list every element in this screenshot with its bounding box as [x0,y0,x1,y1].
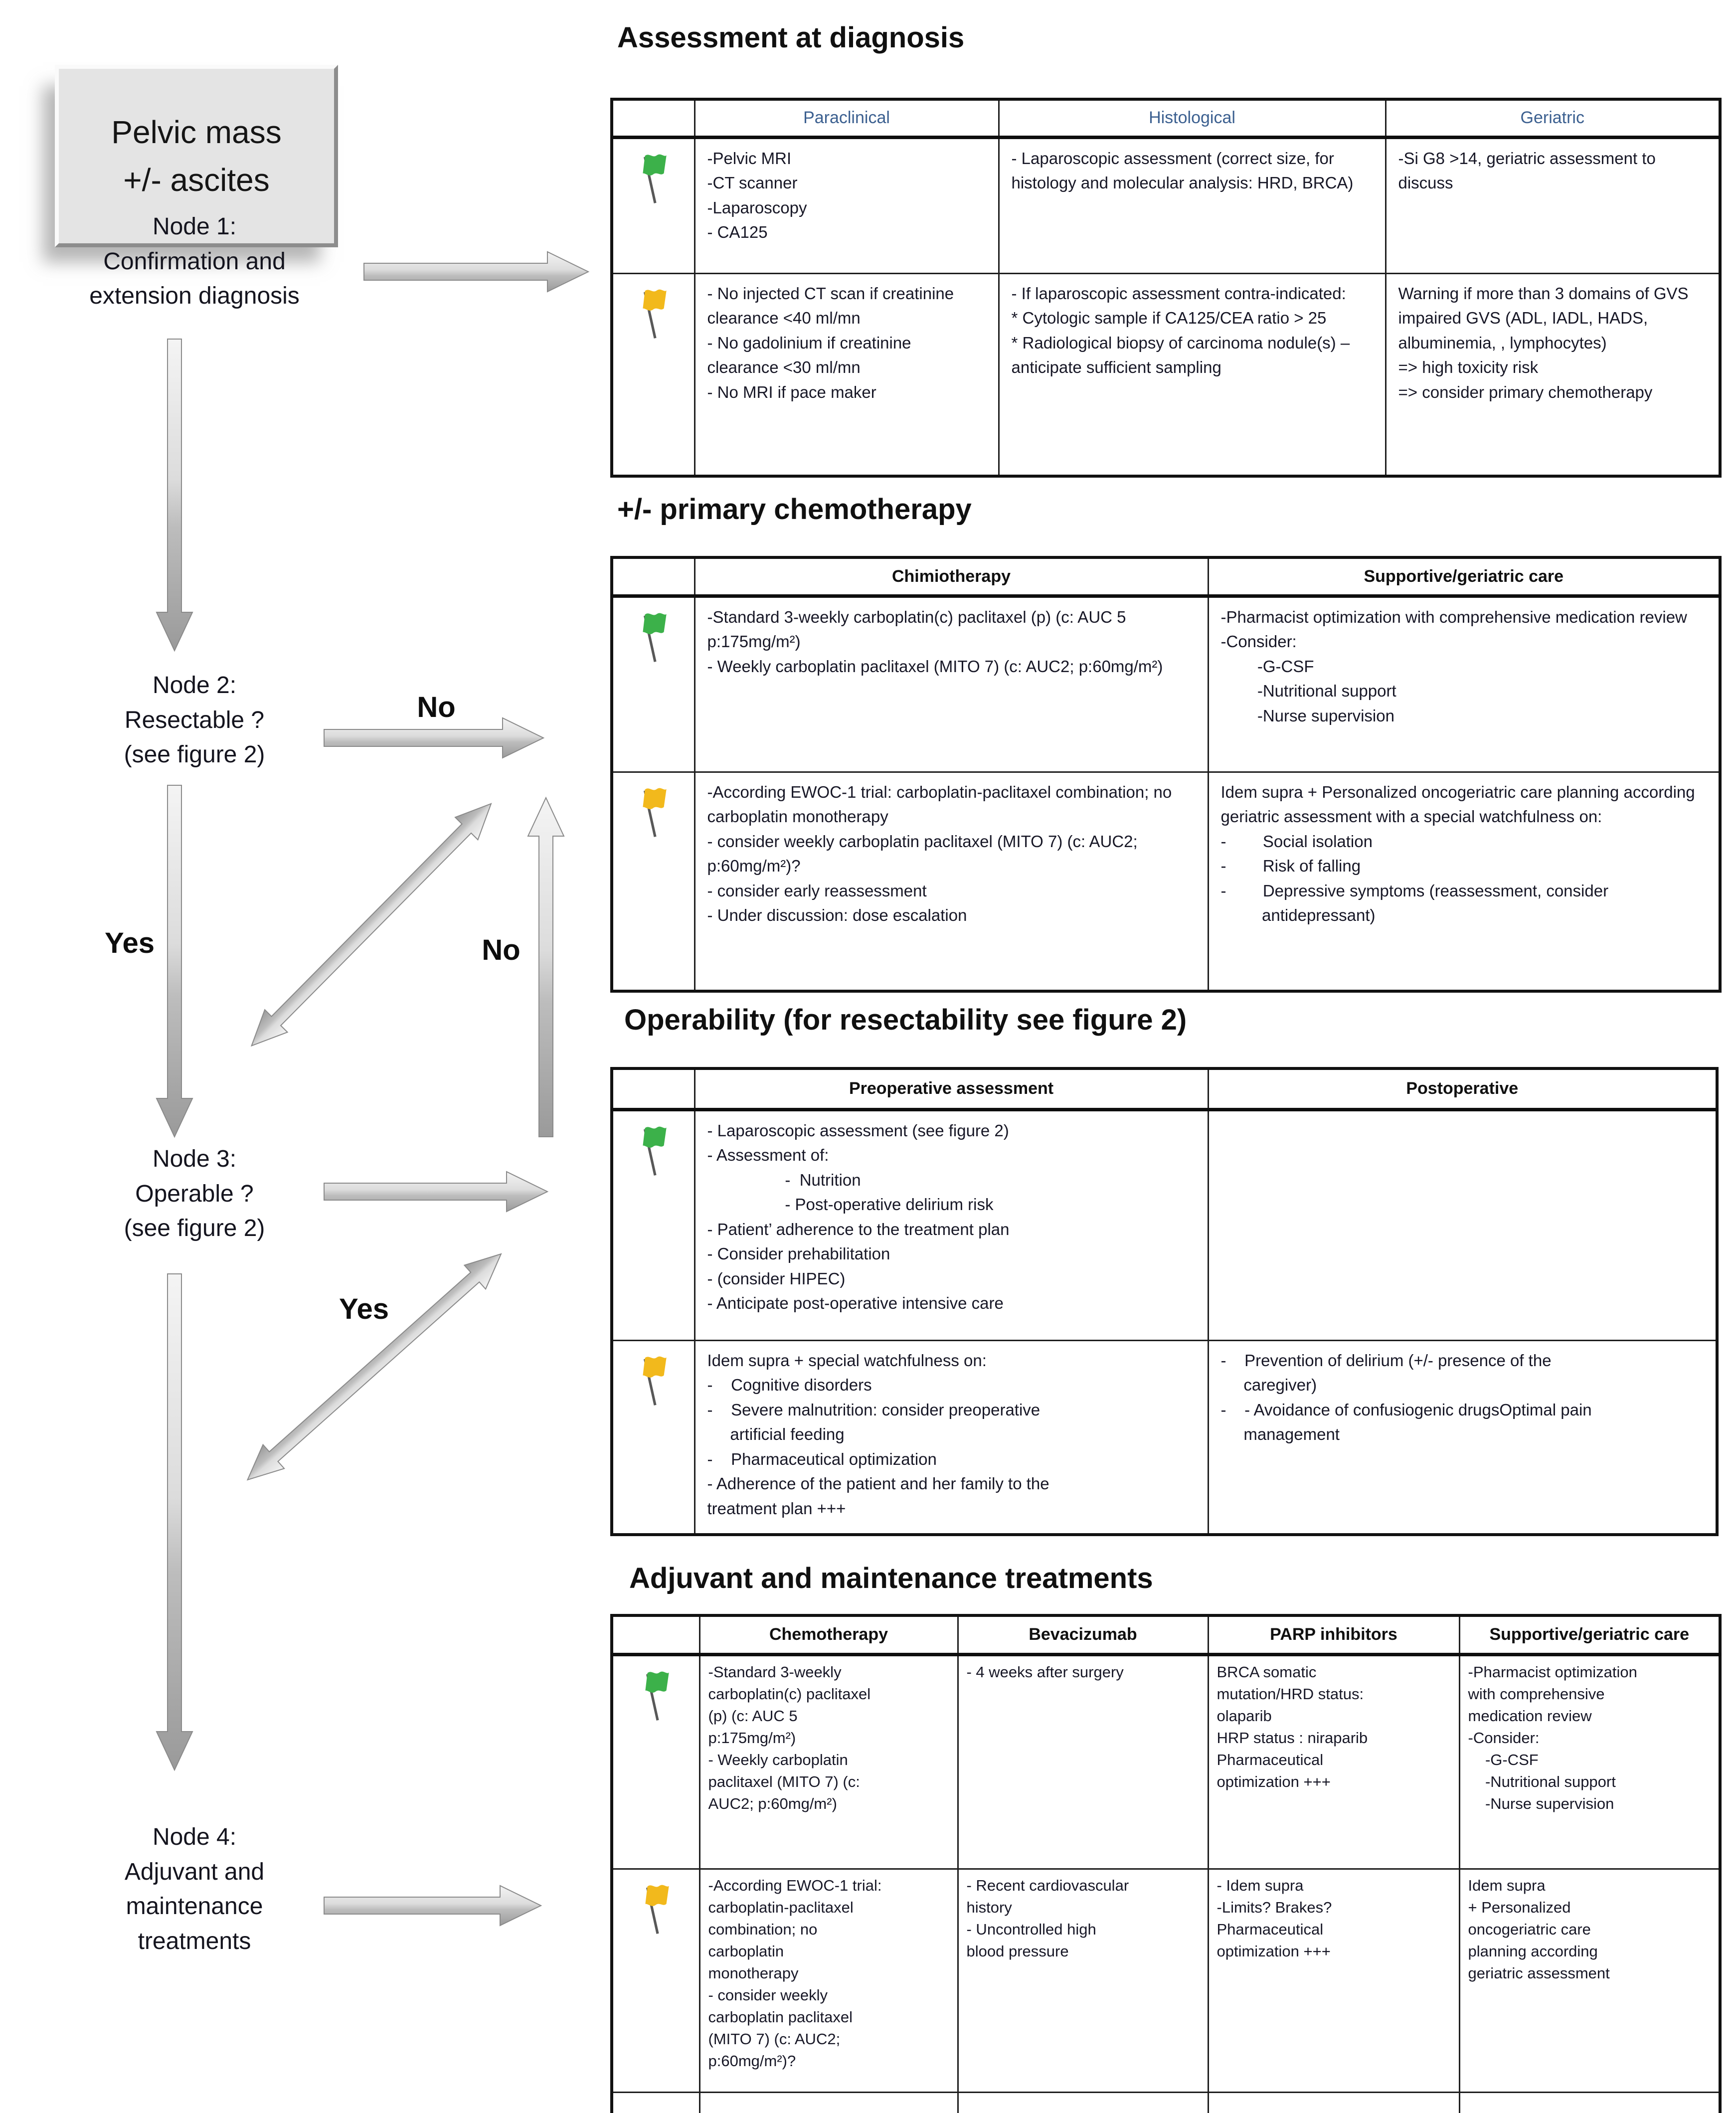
chemotherapy-table: Chimiotherapy Supportive/geriatric care … [610,556,1722,993]
table-row-stub [611,2091,1721,2113]
edge-label-node2-no: No [417,691,456,723]
node-4-label: Node 4: Adjuvant and maintenance treatme… [124,1824,265,1954]
table-cell: Idem supra + Personalized oncogeriatric … [1207,771,1721,992]
table-cell: -Standard 3-weekly carboplatin(c) paclit… [694,595,1209,773]
flag-column-header [611,99,695,139]
green-flag-icon [643,613,667,662]
table-cell: -Pelvic MRI -CT scanner -Laparoscopy - C… [694,136,1000,274]
green-flag-icon [643,1126,667,1176]
table-row-green: -Pelvic MRI -CT scanner -Laparoscopy - C… [611,136,1721,274]
table-cell: - Idem supra -Limits? Brakes? Pharmaceut… [1207,1868,1460,2093]
table-cell: - No injected CT scan if creatinine clea… [694,272,1000,477]
table-cell: -According EWOC-1 trial: carboplatin-pac… [694,771,1209,992]
arrow-node1-to-node2 [156,339,193,652]
arrow-node3-no-to-chemo [527,796,565,1137]
column-header: Preoperative assessment [694,1068,1209,1111]
table-cell: - 4 weeks after surgery [957,1653,1209,1870]
yellow-flag-icon [643,1356,667,1406]
arrow-chemo-node3-diagonal [250,803,492,1047]
arrow-operability-yes-diagonal [246,1253,502,1481]
start-box-pelvic-mass: Pelvic mass +/- ascites [55,65,338,247]
table-row-green: -Standard 3-weekly carboplatin(c) paclit… [611,1653,1721,1870]
table-cell: - Prevention of delirium (+/- presence o… [1207,1339,1718,1536]
table-cell: Idem supra + Personalized oncogeriatric … [1458,1868,1721,2093]
flag-column-header [611,1615,700,1656]
section-title-chemotherapy: +/- primary chemotherapy [617,493,972,526]
green-flag-icon [643,154,667,203]
table-row-yellow: Idem supra + special watchfulness on: - … [611,1339,1718,1536]
flag-column-header [611,557,695,598]
node-1-label: Node 1: Confirmation and extension diagn… [89,213,300,310]
start-box-line2: +/- ascites [123,162,270,198]
column-header: Geriatric [1385,99,1721,139]
table-cell: - Laparoscopic assessment (see figure 2)… [694,1108,1209,1341]
table-cell: BRCA somatic mutation/HRD status: olapar… [1207,1653,1460,1870]
green-flag-icon [645,1671,669,1721]
arrow-node2-no-to-chemo [324,717,545,759]
node-3-label: Node 3: Operable ? (see figure 2) [124,1146,265,1242]
table-cell: -Si G8 >14, geriatric assessment to disc… [1385,136,1721,274]
table-cell: -Pharmacist optimization with comprehens… [1458,1653,1721,1870]
yellow-flag-icon [643,289,667,339]
table-row-green: -Standard 3-weekly carboplatin(c) paclit… [611,595,1721,773]
edge-label-node3-yes: Yes [339,1293,389,1325]
table-cell: -According EWOC-1 trial: carboplatin-pac… [698,1868,959,2093]
flag-column-header [611,1068,695,1111]
table-cell: -Pharmacist optimization with comprehens… [1207,595,1721,773]
column-header: Bevacizumab [957,1615,1209,1656]
edge-label-node3-no: No [482,934,521,966]
table-row-yellow: -According EWOC-1 trial: carboplatin-pac… [611,771,1721,992]
column-header: PARP inhibitors [1207,1615,1460,1656]
table-row-yellow: -According EWOC-1 trial: carboplatin-pac… [611,1868,1721,2093]
table-row-yellow: - No injected CT scan if creatinine clea… [611,272,1721,477]
assessment-table: Paraclinical Histological Geriatric -Pel… [610,98,1722,478]
column-header: Paraclinical [694,99,1000,139]
table-cell: -Standard 3-weekly carboplatin(c) paclit… [698,1653,959,1870]
section-title-assessment: Assessment at diagnosis [617,21,965,54]
arrow-node2-to-node3 [156,785,193,1138]
column-header: Supportive/geriatric care [1207,557,1721,598]
section-title-adjuvant: Adjuvant and maintenance treatments [629,1562,1153,1594]
column-header: Postoperative [1207,1068,1718,1111]
arrow-node3-to-node4 [156,1273,193,1771]
adjuvant-table: Chemotherapy Bevacizumab PARP inhibitors… [610,1614,1722,2113]
table-cell: Idem supra + special watchfulness on: - … [694,1339,1209,1536]
column-header: Histological [998,99,1387,139]
arrow-node4-to-adjuvant [324,1885,542,1927]
edge-label-node2-yes: Yes [105,927,155,959]
table-cell: Warning if more than 3 domains of GVS im… [1385,272,1721,477]
table-cell: - Recent cardiovascular history - Uncont… [957,1868,1209,2093]
section-title-operability: Operability (for resectability see figur… [624,1004,1187,1036]
column-header: Supportive/geriatric care [1458,1615,1721,1656]
table-cell: - Laparoscopic assessment (correct size,… [998,136,1387,274]
column-header: Chimiotherapy [694,557,1209,598]
operability-table: Preoperative assessment Postoperative - … [610,1067,1719,1536]
table-row-green: - Laparoscopic assessment (see figure 2)… [611,1108,1718,1341]
flow-arrows [156,251,590,1927]
arrow-node1-to-assessment [363,251,590,293]
start-box-line1: Pelvic mass [111,114,282,150]
table-cell: - If laparoscopic assessment contra-indi… [998,272,1387,477]
yellow-flag-icon [645,1885,669,1934]
table-cell [1207,1108,1718,1341]
yellow-flag-icon [643,788,667,837]
arrow-node3-to-operability [324,1171,549,1213]
column-header: Chemotherapy [698,1615,959,1656]
node-2-label: Node 2: Resectable ? (see figure 2) [124,672,265,768]
